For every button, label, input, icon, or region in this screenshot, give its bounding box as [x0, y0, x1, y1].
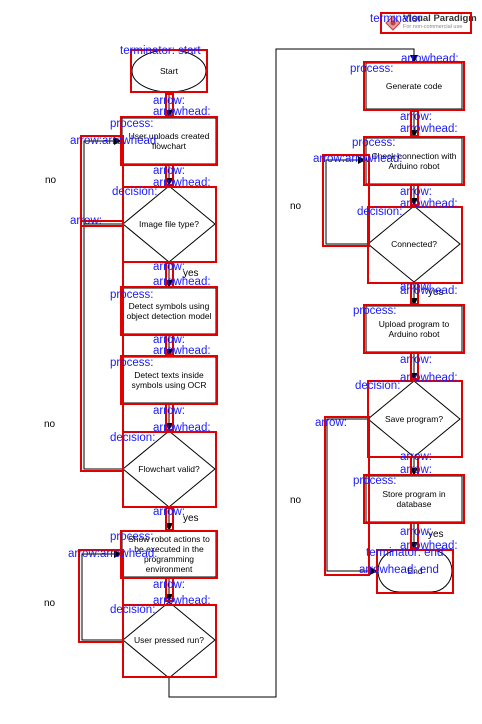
ann-arrowhead-3: arrowhead: [153, 276, 211, 288]
ann-arrow-10: arrow: [400, 281, 432, 293]
ann-arrowhead-2: arrowhead: [153, 177, 211, 189]
node-generate-text: Generate code [385, 81, 443, 91]
watermark-logo-icon [385, 15, 401, 31]
ann-process-show-actions: process: [110, 531, 154, 543]
ann-process-generate: process: [350, 63, 394, 75]
ann-arrow-arrowhead-filetype-loop: arrow:arrowhead: [70, 135, 160, 147]
edge-label-save-yes: yes [428, 529, 444, 540]
ann-process-upload-prog: process: [353, 305, 397, 317]
edge-label-valid-yes: yes [183, 513, 199, 524]
ann-terminator: terminator [370, 13, 422, 25]
det-box-arrow-13 [410, 522, 419, 549]
ann-decision-filetype: decision: [112, 186, 158, 198]
ann-decision-valid: decision: [110, 432, 156, 444]
ann-arrow-7: arrow: [153, 579, 185, 591]
det-box-save-loop [324, 416, 370, 576]
ann-arrow-1: arrow: [153, 95, 185, 107]
node-filetype-text: Image file type? [138, 219, 199, 229]
ann-arrow-12b: arrow: [400, 464, 432, 476]
ann-arrow-6: arrow: [153, 506, 185, 518]
ann-process-detect-texts: process: [110, 357, 154, 369]
ann-arrowhead-5: arrowhead: [153, 422, 211, 434]
ann-process-detect-symbols: process: [110, 289, 154, 301]
ann-arrowhead-9: arrowhead: [400, 198, 458, 210]
edge-label-save-no: no [290, 495, 302, 506]
check-conn-process-shape [365, 137, 463, 185]
upload-process-shape [121, 117, 217, 165]
det-box-arrow-11 [410, 352, 419, 380]
det-box-terminator-watermark [380, 12, 472, 34]
ann-decision-connected: decision: [357, 206, 403, 218]
ann-terminator-start: terminator: start [120, 45, 201, 57]
ann-arrow-9: arrow: [400, 186, 432, 198]
edge-label-filetype-yes: yes [183, 268, 199, 279]
upload-prog-process-shape [365, 305, 463, 353]
ann-decision-save: decision: [355, 380, 401, 392]
node-save-text: Save program? [384, 414, 444, 424]
ann-arrowhead-generate: arrowhead: [401, 53, 459, 65]
ann-terminator-end: terminator: end [366, 547, 444, 559]
ann-decision-run: decision: [110, 604, 156, 616]
ann-arrow-valid-loop: arrow: [70, 215, 102, 227]
ann-arrow-5: arrow: [153, 405, 185, 417]
det-box-arrow-9 [410, 184, 419, 206]
ann-process-upload: process: [110, 118, 154, 130]
ann-arrowhead-10: arrowhead: [400, 285, 458, 297]
node-detect-symbols-text: Detect symbols using object detection mo… [126, 301, 212, 321]
edge-label-valid-no: no [44, 419, 56, 430]
node-upload-prog-text: Upload program to Arduino robot [378, 319, 450, 339]
ann-arrow-8: arrow: [400, 111, 432, 123]
node-detect-texts-text: Detect texts inside symbols using OCR [131, 370, 207, 390]
ann-arrow-13: arrow: [400, 526, 432, 538]
node-check-conn-text: Check connection with Arduino robot [371, 151, 457, 171]
node-show-actions-text: Show robot actions to be executed in the… [128, 534, 210, 574]
node-end-text: End [407, 566, 423, 576]
det-box-run [122, 604, 217, 678]
ann-arrow-3: arrow: [153, 261, 185, 273]
det-box-valid-loop [80, 220, 124, 472]
edge-label-connected-no: no [290, 201, 302, 212]
det-box-start [130, 49, 208, 93]
node-start-text: Start [160, 66, 178, 76]
ann-arrow-12: arrow: [400, 451, 432, 463]
det-box-connected-loop [322, 154, 370, 247]
ann-arrowhead-8: arrowhead: [400, 123, 458, 135]
edge-label-connected-yes: yes [428, 287, 444, 298]
ann-arrowhead-13: arrowhead: [400, 540, 458, 552]
generate-process-shape [365, 62, 463, 110]
watermark-title: Visual Paradigm [403, 13, 477, 24]
det-box-arrow-5 [165, 403, 174, 431]
det-box-arrow-2 [165, 164, 174, 186]
node-connected-text: Connected? [391, 239, 437, 249]
det-box-run-loop [78, 549, 124, 643]
store-process-shape [365, 475, 463, 523]
watermark-subtitle: For non-commercial use [403, 24, 463, 30]
node-valid-text: Flowchart valid? [138, 464, 200, 474]
det-box-end [376, 549, 454, 594]
ann-arrow-arrowhead-run-loop: arrow:arrowhead: [68, 548, 158, 560]
watermark: Visual Paradigm For non-commercial use [383, 11, 477, 35]
det-box-arrow-7 [165, 577, 174, 602]
ann-process-store: process: [353, 475, 397, 487]
ann-arrow-save-loop: arrow: [315, 417, 347, 429]
ann-arrow-4: arrow: [153, 334, 185, 346]
edge-label-filetype-no: no [45, 175, 57, 186]
ann-arrowhead-1: arrowhead: [153, 106, 211, 118]
ann-arrowhead-end: arrowhead: end [359, 564, 439, 576]
node-store-text: Store program in database [382, 489, 446, 509]
ann-arrow-11: arrow: [400, 354, 432, 366]
edge-label-run-no: no [44, 598, 56, 609]
det-box-filetype-loop [80, 135, 124, 227]
ann-arrowhead-4: arrowhead: [153, 345, 211, 357]
ann-arrowhead-11: arrowhead: [400, 372, 458, 384]
node-upload-text: User uploads created flowchart [128, 131, 210, 151]
ann-process-check-conn: process: [352, 137, 396, 149]
ann-arrow-arrowhead-connected-loop: arrow:arrowhead: [313, 153, 403, 165]
ann-arrowhead-7: arrowhead: [153, 595, 211, 607]
node-run-text: User pressed run? [134, 635, 204, 645]
ann-arrow-2: arrow: [153, 165, 185, 177]
